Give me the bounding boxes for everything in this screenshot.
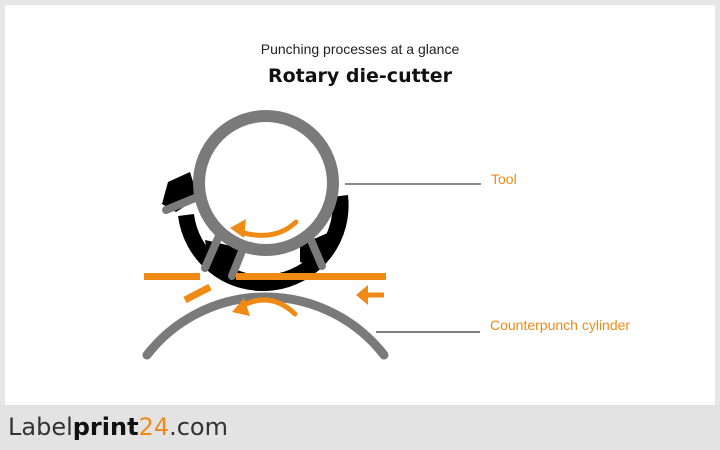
cut-label-piece (183, 283, 212, 304)
logo-text-label: Label (8, 413, 73, 441)
feed-direction-arrow-icon (356, 285, 384, 305)
logo-text-print: print (72, 413, 139, 441)
counterpunch-rotation-arrow-icon (232, 297, 298, 317)
tool-rotation-arrow-icon (230, 219, 299, 238)
labelprint24-logo[interactable]: Labelprint24.com (8, 413, 228, 441)
diagram-title: Rotary die-cutter (267, 65, 453, 87)
diagram-canvas: Punching processes at a glance Rotary di… (5, 5, 715, 405)
cutting-knives (162, 192, 326, 280)
logo-text-24: 24 (138, 413, 170, 441)
footer-bar: Labelprint24.com (0, 405, 720, 450)
label-tool: Tool (491, 171, 517, 187)
logo-text-com: .com (169, 413, 228, 441)
diagram-subtitle: Punching processes at a glance (260, 41, 460, 57)
tool-cylinder (193, 110, 339, 256)
label-web (144, 273, 386, 280)
counterpunch-cylinder (142, 292, 389, 360)
label-counterpunch-cylinder: Counterpunch cylinder (490, 317, 631, 333)
